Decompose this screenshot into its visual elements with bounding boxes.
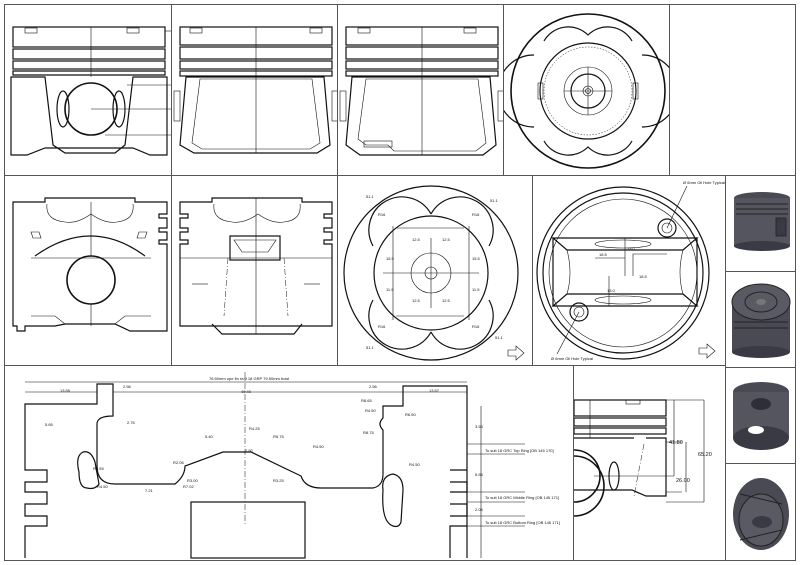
ring-note-mid: To suit 18 GRC Middle Ring [OB 145 171] <box>485 495 559 500</box>
render-panel-2 <box>725 271 796 368</box>
dim-label: 12.5 <box>412 298 421 303</box>
dim-label: 5.65 <box>45 422 54 427</box>
dim-label: R2.06 <box>173 460 184 465</box>
crown-dims-drawing: 51.1 R16 R16 51.1 12.5 12.5 15.5 15.5 11… <box>343 185 525 361</box>
dim-label: 2.50 <box>245 448 254 453</box>
dim-label: R6.50 <box>405 412 416 417</box>
dim-label: 13.57 <box>429 388 440 393</box>
section-pin-drawing <box>12 197 168 332</box>
dim-label: 18.5 <box>599 252 608 257</box>
dim-label: 12.5 <box>442 298 451 303</box>
side-view-alt-drawing <box>339 26 505 156</box>
ring-note-bottom: To suit 18 GRC Bottom Ring [OB 145 171] <box>485 520 560 525</box>
arrow-right-icon <box>507 345 525 361</box>
dim-label: 11.5 <box>472 287 480 292</box>
dim-label: 13.0 <box>627 246 636 251</box>
empty-panel <box>669 4 796 176</box>
ring-note-top: To suit 18 GRC Top Ring [OB 145 170] <box>485 448 554 453</box>
dim-label: R16 <box>378 324 386 329</box>
front-view-drawing <box>10 26 173 156</box>
bowl-profile-panel: 76.50mm ope fin reaf 18 GRP 79.50mm bowl… <box>4 365 574 561</box>
height-dim-2: 26.00 <box>676 478 690 484</box>
dim-label: R8.75 <box>363 430 374 435</box>
note-label: Ø 6mm Oil Hole Typical <box>683 180 725 185</box>
dim-label: 5.40 <box>205 434 214 439</box>
bowl-note-center: 49.40 <box>241 389 252 394</box>
dim-label: 12.5 <box>412 237 421 242</box>
render-top-image <box>731 283 791 358</box>
bowl-note-top: 76.50mm ope fin reaf 18 GRP 79.50mm bowl <box>209 376 289 381</box>
render-underside-angled-image <box>733 478 789 550</box>
render-panel-3 <box>725 367 796 464</box>
dim-label: R4.50 <box>313 444 324 449</box>
dim-label: R4.50 <box>365 408 376 413</box>
render-panel-4 <box>725 463 796 561</box>
section-pin-panel <box>4 175 172 366</box>
dim-label: 15.5 <box>386 256 395 261</box>
bottom-view-panel: Ø 6mm Oil Hole Typical Ø 6mm Oil Hole Ty… <box>532 175 726 366</box>
dim-label: R4.50 <box>97 484 108 489</box>
dim-label: R8.65 <box>361 398 372 403</box>
dim-label: 18.5 <box>639 274 648 279</box>
dim-label: 2.05 <box>475 507 484 512</box>
section-skirt-drawing <box>179 197 333 335</box>
dim-label: R16 <box>472 324 480 329</box>
dim-label: 51.1 <box>490 198 499 203</box>
height-view-panel: 41.80 26.00 65.20 <box>573 365 726 561</box>
dim-label: R5.75 <box>273 434 284 439</box>
dim-label: 2.56 <box>123 384 132 389</box>
dim-label: R4.25 <box>249 426 260 431</box>
dim-label: R6.55 <box>93 466 104 471</box>
dim-label: R16 <box>472 212 480 217</box>
render-underside-image <box>733 382 789 450</box>
dim-label: R7.02 <box>183 484 194 489</box>
dim-label: 5.55 <box>475 472 484 477</box>
dim-label: 2.56 <box>369 384 378 389</box>
dim-label: 12.5 <box>442 237 451 242</box>
dim-label: 13.0 <box>607 288 616 293</box>
note-label: Ø 6mm Oil Hole Typical <box>551 356 593 361</box>
dim-label: R3.25 <box>273 478 284 483</box>
height-dim-1: 41.80 <box>669 440 683 446</box>
bottom-view-drawing: Ø 6mm Oil Hole Typical Ø 6mm Oil Hole Ty… <box>536 180 725 361</box>
dim-label: 15.5 <box>472 256 481 261</box>
height-view-drawing: 41.80 26.00 65.20 <box>574 399 712 517</box>
dim-label: 13.55 <box>60 388 71 393</box>
dim-label: 51.1 <box>366 194 375 199</box>
render-side-image <box>734 192 790 251</box>
dim-label: 2.76 <box>127 420 136 425</box>
crown-dims-panel: 51.1 R16 R16 51.1 12.5 12.5 15.5 15.5 11… <box>337 175 533 366</box>
side-view-drawing <box>173 26 339 154</box>
side-view-alt-panel <box>337 4 505 176</box>
arrow-right-icon <box>698 343 716 359</box>
dim-label: R16 <box>378 212 386 217</box>
front-view-panel <box>4 4 173 176</box>
bowl-profile-drawing: 76.50mm ope fin reaf 18 GRP 79.50mm bowl… <box>24 372 560 559</box>
dim-label: R4.50 <box>409 462 420 467</box>
height-dim-3: 65.20 <box>698 452 712 458</box>
dim-label: 3.53 <box>475 424 484 429</box>
render-panel-1 <box>725 175 796 272</box>
top-view-panel <box>503 4 671 176</box>
side-view-panel <box>171 4 339 176</box>
section-skirt-panel <box>171 175 338 366</box>
top-view-drawing <box>504 13 671 169</box>
dim-label: 51.1 <box>366 345 375 350</box>
dim-label: R3.00 <box>187 478 198 483</box>
dim-label: 7.21 <box>145 488 154 493</box>
dim-label: 11.5 <box>386 287 394 292</box>
dim-label: 51.1 <box>495 335 504 340</box>
